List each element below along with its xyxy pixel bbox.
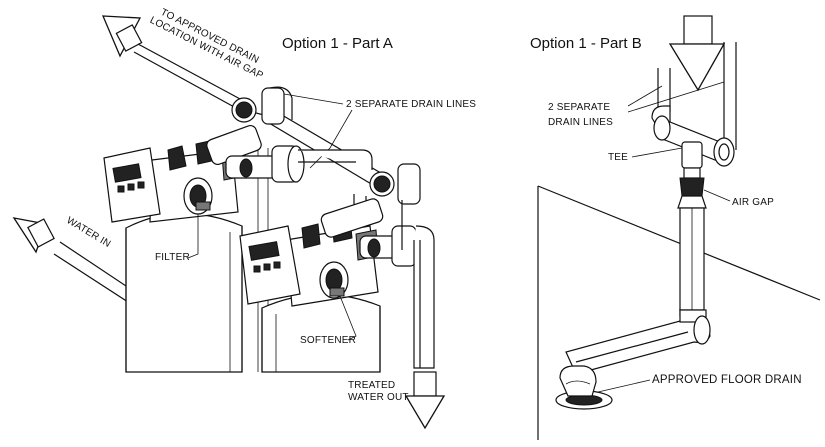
separate-lines-label-2: DRAIN LINES (548, 117, 613, 128)
drain-out-arrow (101, 15, 143, 58)
treated-water-pipe (401, 200, 446, 430)
filter-label: FILTER (155, 252, 190, 263)
drain-union-lower (369, 163, 421, 205)
part-a-diagram: Option 1 - Part A TO APPROVED DRAIN LOCA… (12, 7, 476, 430)
water-in-label: WATER IN (64, 215, 112, 250)
wall-and-floor (537, 185, 821, 440)
separate-lines-label-1: 2 SEPARATE (548, 102, 610, 113)
part-b-diagram: Option 1 - Part B 2 SEPARATE D (530, 15, 821, 440)
air-gap-label: AIR GAP (732, 197, 774, 208)
softener-label: SOFTENER (300, 335, 356, 346)
floor-drain (555, 365, 613, 410)
floor-drain-label: APPROVED FLOOR DRAIN (652, 374, 802, 386)
drain-elbow-run (565, 309, 711, 375)
treated-label-line-2: WATER OUT (348, 392, 409, 403)
air-gap-assembly (677, 167, 707, 317)
drain-union-upper (231, 86, 293, 125)
filter-display (112, 163, 142, 183)
softener-control-valve (239, 198, 417, 307)
filter-control-valve (103, 124, 305, 223)
softener-tank (261, 293, 381, 373)
inlet-pipe (12, 217, 133, 303)
part-b-title: Option 1 - Part B (530, 35, 642, 52)
treated-label-line-1: TREATED (348, 380, 395, 391)
part-a-title: Option 1 - Part A (282, 35, 393, 52)
separate-drain-lines-label: 2 SEPARATE DRAIN LINES (346, 99, 476, 110)
softener-display (248, 241, 280, 261)
treated-water-arrow (404, 395, 446, 430)
svg-text:WATER IN: WATER IN (64, 215, 112, 250)
tee-fitting (653, 115, 735, 169)
drain-label-line-2: LOCATION WITH AIR GAP (148, 15, 265, 82)
tee-label: TEE (608, 152, 628, 163)
incoming-drain-arrow (668, 15, 726, 92)
